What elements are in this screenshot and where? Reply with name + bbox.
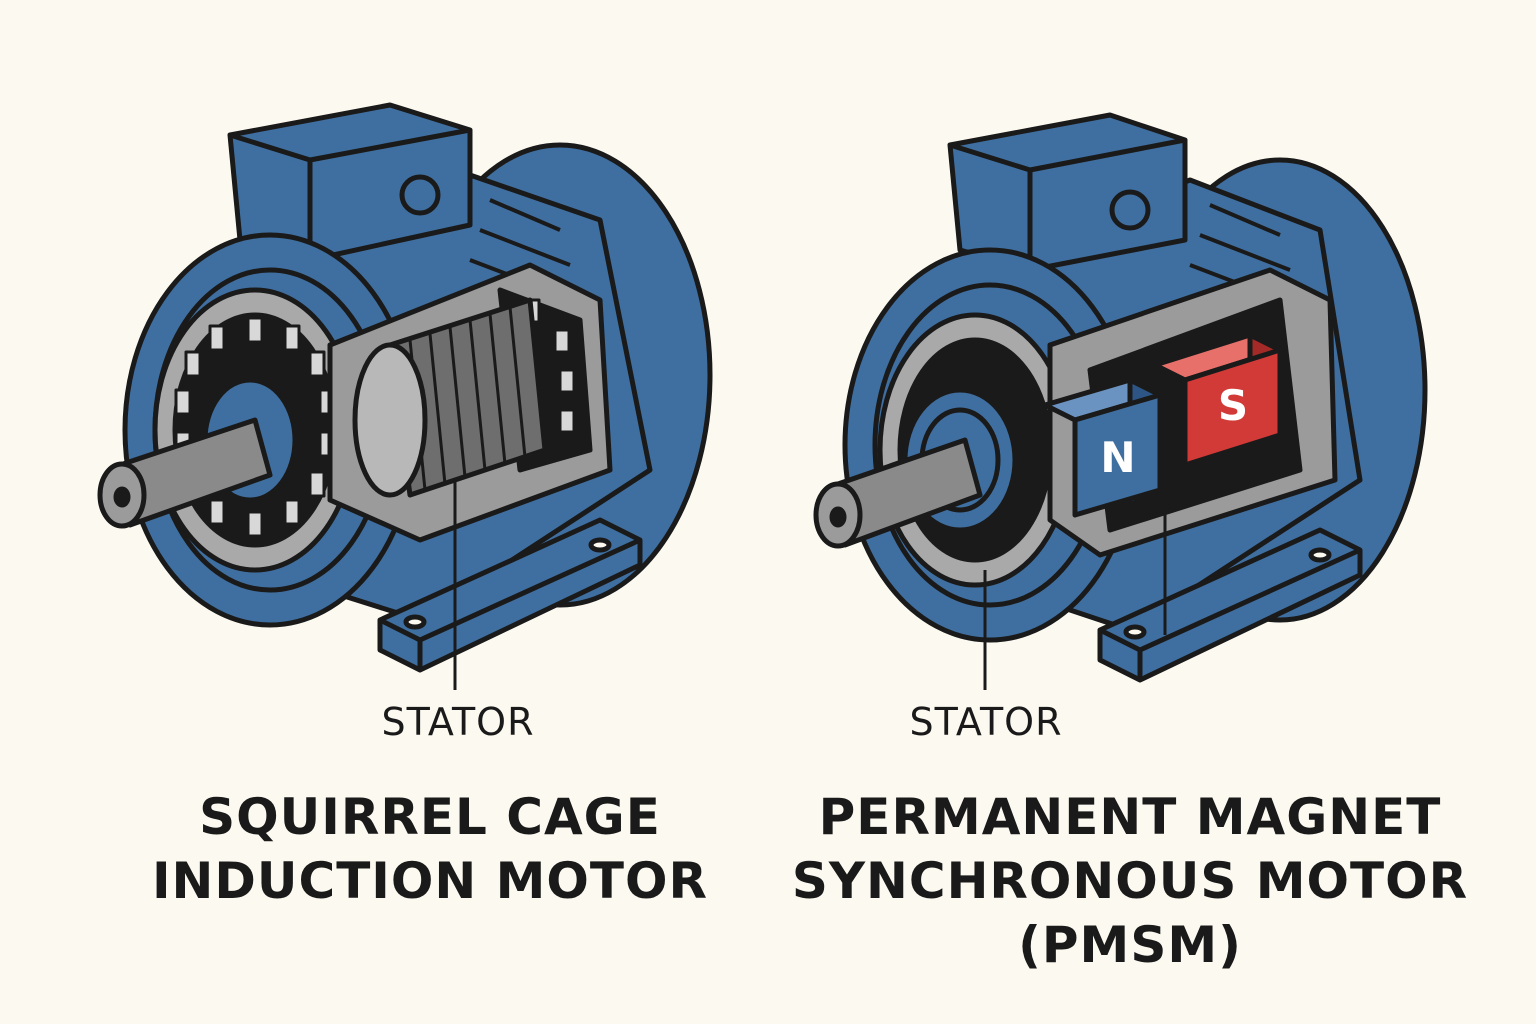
left-title-line-2: INDUCTION MOTOR bbox=[151, 852, 709, 910]
mounting-foot bbox=[377, 517, 643, 673]
terminal-box-hole bbox=[399, 174, 441, 216]
terminal-box-hole bbox=[1109, 189, 1151, 231]
magnet-north-face bbox=[1072, 392, 1163, 518]
squirrel-cage-motor bbox=[97, 102, 713, 690]
pmsm-motor bbox=[813, 112, 1428, 690]
magnet-north bbox=[1042, 377, 1163, 518]
right-motor-title: PERMANENT MAGNET SYNCHRONOUS MOTOR (PMSM… bbox=[760, 785, 1500, 977]
mounting-foot bbox=[1097, 527, 1363, 683]
magnet-north-label: N bbox=[1100, 433, 1135, 482]
left-motor-title: SQUIRREL CAGE INDUCTION MOTOR bbox=[80, 785, 780, 913]
right-stator-label: STATOR bbox=[909, 700, 1063, 744]
magnet-south-label: S bbox=[1218, 381, 1248, 430]
rotor-end-ring bbox=[352, 342, 428, 498]
right-title-line-2: SYNCHRONOUS MOTOR bbox=[791, 852, 1469, 910]
right-title-line-1: PERMANENT MAGNET bbox=[818, 788, 1442, 846]
terminal-box bbox=[947, 112, 1188, 273]
right-title-line-3: (PMSM) bbox=[1018, 916, 1242, 974]
left-stator-label: STATOR bbox=[381, 700, 535, 744]
left-title-line-1: SQUIRREL CAGE bbox=[199, 788, 661, 846]
magnet-south bbox=[1152, 332, 1283, 468]
magnet-south-face bbox=[1182, 347, 1283, 468]
